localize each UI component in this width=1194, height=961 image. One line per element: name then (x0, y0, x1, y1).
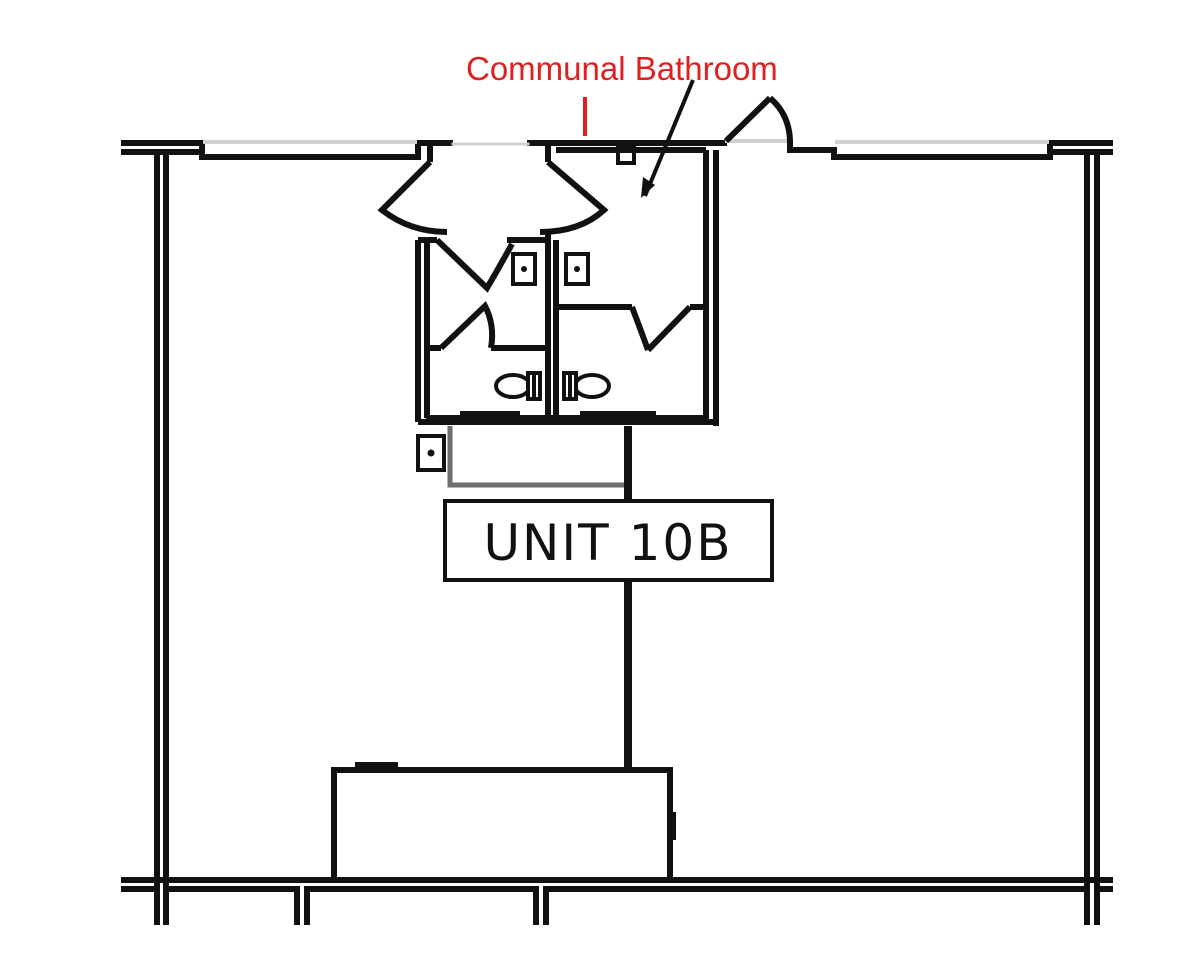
annotation-label: Communal Bathroom (466, 50, 778, 87)
unit-label: UNIT 10B (483, 514, 732, 572)
sink-left-fixture (511, 252, 537, 286)
communal-bathroom-block (377, 143, 719, 426)
unit-label-box: UNIT 10B (443, 499, 774, 582)
drinking-fountain-fixture (416, 434, 446, 472)
annotation-leader-line (643, 79, 695, 197)
exterior-door (723, 95, 793, 144)
toilet-right-fixture (562, 371, 611, 401)
sink-right-fixture (564, 252, 590, 286)
counter-fixture (331, 762, 676, 883)
communal-bathroom-annotation: Communal Bathroom (466, 50, 778, 136)
toilet-left-fixture (494, 371, 542, 401)
leader-arrowhead (641, 177, 655, 198)
interior-partitions (447, 426, 632, 770)
